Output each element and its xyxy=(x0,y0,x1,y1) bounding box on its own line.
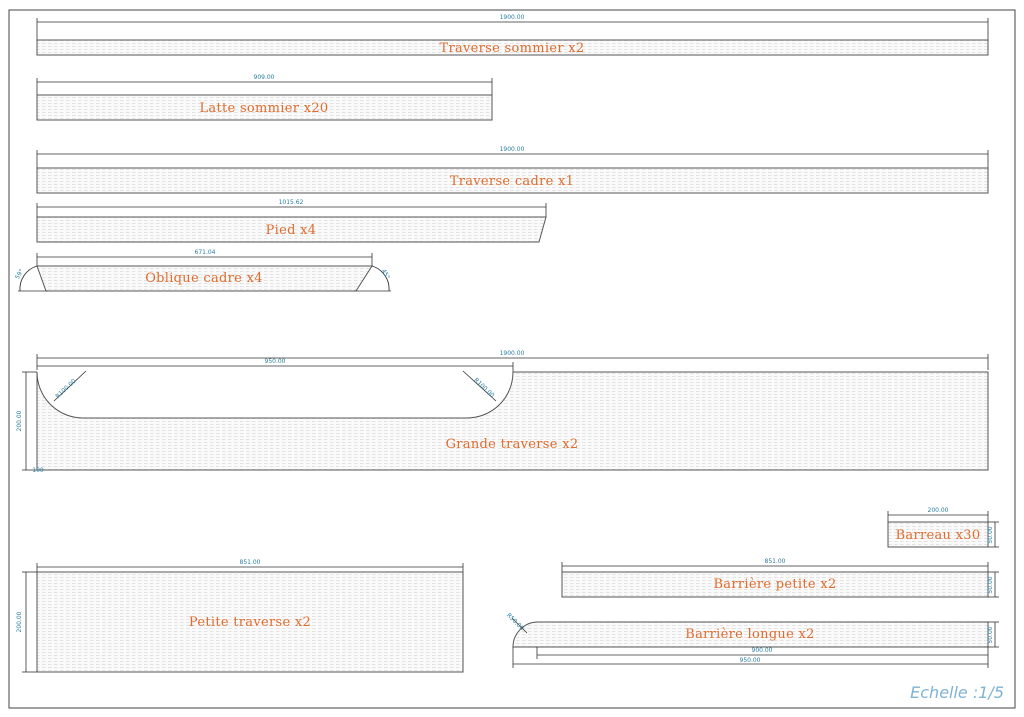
label-barriere-longue: Barrière longue x2 xyxy=(685,627,815,642)
dim-oblique-angle-right: 45° xyxy=(380,268,391,281)
dim-barriere-longue-length-b: 950.00 xyxy=(740,657,761,664)
part-grande-traverse: 1900.00 950.00 R100.00 R100.00 200.00 10… xyxy=(16,350,989,474)
part-barreau: 200.00 50.00 Barreau x30 xyxy=(887,507,999,548)
dim-barriere-longue-height: 50.00 xyxy=(987,626,994,643)
dim-petite-traverse-length: 851.00 xyxy=(240,559,261,566)
label-latte-sommier: Latte sommier x20 xyxy=(200,101,329,116)
dim-grande-traverse-height: 200.00 xyxy=(16,410,23,431)
label-barreau: Barreau x30 xyxy=(896,528,981,543)
part-pied: 1015.62 Pied x4 xyxy=(36,199,547,243)
label-traverse-sommier: Traverse sommier x2 xyxy=(439,41,584,56)
scale-label: Echelle :1/5 xyxy=(910,683,1004,702)
sheet-border xyxy=(8,9,1016,709)
dim-barreau-height: 50.00 xyxy=(987,526,994,543)
dim-barreau-length: 200.00 xyxy=(928,507,949,514)
part-latte-sommier: 909.00 Latte sommier x20 xyxy=(36,74,493,121)
label-oblique-cadre: Oblique cadre x4 xyxy=(145,271,263,286)
dim-traverse-sommier-length: 1900.00 xyxy=(500,14,525,21)
dim-traverse-cadre-length: 1900.00 xyxy=(500,146,525,153)
dim-grande-traverse-radius-left: R100.00 xyxy=(54,378,77,400)
dim-grande-traverse-length: 1900.00 xyxy=(500,350,525,357)
part-oblique-cadre: 671.04 59° 45° Oblique cadre x4 xyxy=(14,249,391,292)
label-grande-traverse: Grande traverse x2 xyxy=(446,437,579,452)
label-barriere-petite: Barrière petite x2 xyxy=(713,577,836,592)
part-barriere-petite: 851.00 50.00 Barrière petite x2 xyxy=(561,558,999,598)
dim-pied-length: 1015.62 xyxy=(279,199,304,206)
label-pied: Pied x4 xyxy=(266,223,317,238)
dim-barriere-longue-length-a: 900.00 xyxy=(752,647,773,654)
part-traverse-sommier: 1900.00 Traverse sommier x2 xyxy=(36,14,989,56)
part-barriere-longue: R50.00 50.00 900.00 950.00 Barrière long… xyxy=(505,612,999,668)
dim-grande-traverse-small: 100 xyxy=(32,467,44,474)
dim-barriere-petite-length: 851.00 xyxy=(765,558,786,565)
dim-barriere-longue-radius: R50.00 xyxy=(505,612,525,632)
dim-petite-traverse-height: 200.00 xyxy=(16,611,23,632)
dim-barriere-petite-height: 50.00 xyxy=(987,576,994,593)
part-petite-traverse: 851.00 200.00 Petite traverse x2 xyxy=(16,559,464,673)
dim-oblique-cadre-length: 671.04 xyxy=(195,249,216,256)
label-traverse-cadre: Traverse cadre x1 xyxy=(450,174,574,189)
dim-latte-sommier-length: 909.00 xyxy=(254,74,275,81)
part-traverse-cadre: 1900.00 Traverse cadre x1 xyxy=(36,146,989,194)
dim-grande-traverse-radius-right: R100.00 xyxy=(472,377,495,399)
label-petite-traverse: Petite traverse x2 xyxy=(189,615,311,630)
dim-oblique-angle-left: 59° xyxy=(14,268,25,281)
dim-grande-traverse-cut: 950.00 xyxy=(265,358,286,365)
